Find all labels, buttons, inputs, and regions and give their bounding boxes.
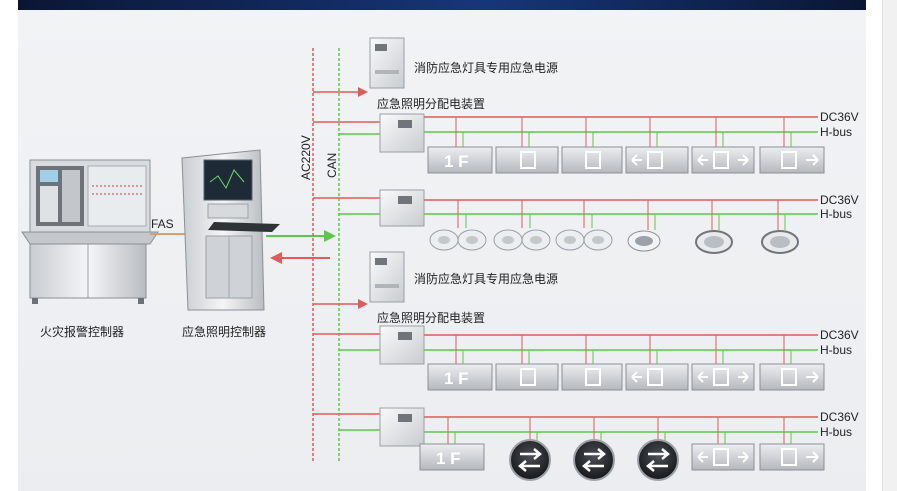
distribution-label-2: 应急照明分配电装置 — [377, 310, 485, 325]
power-supply-2 — [369, 251, 405, 303]
floor-sign: 1 F — [427, 335, 493, 391]
power-supply-label-2: 消防应急灯具专用应急电源 — [414, 271, 558, 286]
downlight — [761, 200, 799, 254]
distribution-box-2 — [379, 189, 425, 227]
dc36v-label-2: DC36V — [820, 193, 859, 207]
fire-alarm-controller-device — [21, 159, 159, 304]
round-direction-sign — [637, 417, 679, 481]
twin-head-light — [429, 200, 487, 251]
floor-sign-text: 1 F — [436, 449, 461, 468]
hbus-label-4: H-bus — [820, 425, 852, 439]
scrollbar[interactable] — [882, 0, 897, 491]
exit-sign-left — [625, 335, 689, 391]
hbus-label-2: H-bus — [820, 207, 852, 221]
downlight — [695, 200, 733, 254]
exit-sign-left — [625, 117, 689, 174]
can-label: CAN — [325, 153, 339, 178]
floor-sign-text: 1 F — [444, 152, 469, 171]
floor-sign: 1 F — [427, 117, 493, 174]
exit-sign — [561, 335, 623, 391]
exit-sign — [561, 117, 623, 174]
fas-label: FAS — [151, 217, 174, 231]
round-direction-sign — [573, 417, 615, 481]
exit-sign-row-3: 1 F — [419, 417, 825, 481]
ac220v-label: AC220V — [299, 135, 313, 180]
hbus-label-1: H-bus — [820, 125, 852, 139]
system-diagram: 火灾报警控制器 FAS 应急照明控制器 AC220V CAN 消防应急灯具专用应… — [21, 37, 859, 481]
floor-sign: 1 F — [419, 417, 485, 471]
round-direction-sign — [509, 417, 551, 481]
downlight — [627, 200, 661, 252]
distribution-box-1 — [379, 113, 425, 153]
exit-sign-right — [759, 335, 825, 391]
exit-sign — [495, 117, 559, 174]
twin-head-light — [555, 200, 613, 251]
dc36v-label-1: DC36V — [820, 110, 859, 124]
exit-sign-both — [691, 417, 755, 471]
emergency-controller-device — [181, 149, 280, 311]
fire-alarm-label: 火灾报警控制器 — [40, 324, 124, 339]
twin-head-light — [493, 200, 551, 251]
top-banner — [18, 0, 866, 10]
distribution-label-1: 应急照明分配电装置 — [377, 96, 485, 111]
distribution-box-4 — [379, 407, 425, 447]
exit-sign-both — [691, 335, 755, 391]
dc36v-label-4: DC36V — [820, 410, 859, 424]
exit-sign — [495, 335, 559, 391]
exit-sign-row-1: 1 F — [427, 117, 825, 174]
power-supply-1 — [369, 37, 405, 89]
exit-sign-right — [759, 417, 825, 471]
exit-sign-right — [759, 117, 825, 174]
distribution-box-3 — [379, 325, 425, 365]
hbus-label-3: H-bus — [820, 343, 852, 357]
emergency-controller-label: 应急照明控制器 — [182, 324, 266, 339]
power-supply-label-1: 消防应急灯具专用应急电源 — [414, 60, 558, 75]
dc36v-label-3: DC36V — [820, 328, 859, 342]
exit-sign-both — [691, 117, 755, 174]
diagram-canvas: 火灾报警控制器 FAS 应急照明控制器 AC220V CAN 消防应急灯具专用应… — [18, 10, 866, 491]
emergency-light-row — [429, 200, 799, 254]
floor-sign-text: 1 F — [444, 369, 469, 388]
exit-sign-row-2: 1 F — [427, 335, 825, 391]
